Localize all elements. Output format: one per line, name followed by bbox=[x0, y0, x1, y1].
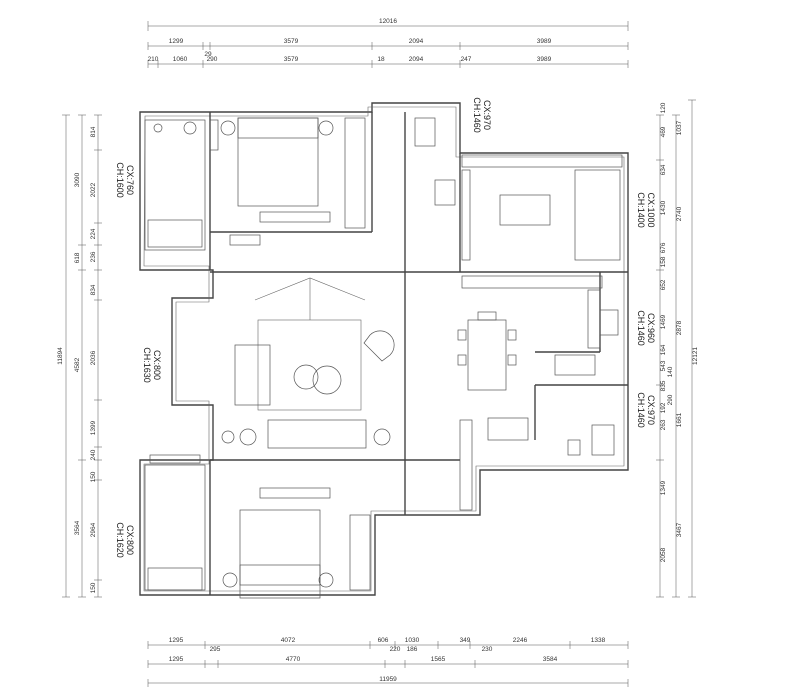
left-dimensions: 11894 3090 618 4582 3564 814 2022 224 23… bbox=[57, 114, 102, 598]
window-label-ch-3: CH:1460 bbox=[472, 97, 482, 133]
dim-right-c2-6: 652 bbox=[660, 279, 667, 290]
window-label-cx-3: CX:970 bbox=[482, 100, 492, 130]
dim-top-r2-0: 210 bbox=[148, 56, 159, 63]
window-label-ch-0: CH:1600 bbox=[115, 162, 125, 198]
dim-bot-r1-1: 4072 bbox=[281, 637, 296, 644]
dim-top-r1-4: 3989 bbox=[537, 38, 552, 45]
dim-left-c2-5: 2036 bbox=[90, 350, 97, 365]
dim-right-c2-11: 835 bbox=[660, 380, 667, 391]
dim-bot-r2-1: 295 bbox=[210, 646, 221, 653]
dim-left-c2-10: 150 bbox=[90, 582, 97, 593]
dim-right-c2-7: 1469 bbox=[660, 314, 667, 329]
window-label-ch-1: CH:1630 bbox=[142, 347, 152, 383]
dim-right-c1-4: 3467 bbox=[676, 522, 683, 537]
dim-left-c1-1: 618 bbox=[74, 252, 81, 263]
dim-bot-r1-2: 606 bbox=[378, 637, 389, 644]
dim-right-c1-1: 2740 bbox=[676, 206, 683, 221]
dim-right-c2-14: 263 bbox=[660, 419, 667, 430]
dim-right-c2-16: 2058 bbox=[660, 547, 667, 562]
dim-top-r2-2: 290 bbox=[207, 56, 218, 63]
dim-top-r1-3: 2094 bbox=[409, 38, 424, 45]
dim-top-r2-7: 3989 bbox=[537, 56, 552, 63]
dim-right-c2-8: 164 bbox=[660, 344, 667, 355]
dim-bot-r2-6: 230 bbox=[482, 646, 493, 653]
dim-right-c2-2: 634 bbox=[660, 164, 667, 175]
window-label-ch-6: CH:1460 bbox=[636, 392, 646, 428]
window-label-ch-2: CH:1620 bbox=[115, 522, 125, 558]
window-label-cx-0: CX:760 bbox=[125, 165, 135, 195]
dim-top-r1-0: 1299 bbox=[169, 38, 184, 45]
dim-bot-r1-6: 1338 bbox=[591, 637, 606, 644]
dim-bot-total: 11959 bbox=[379, 676, 397, 683]
dim-right-c2-1: 469 bbox=[660, 126, 667, 137]
dim-left-c2-6: 1399 bbox=[90, 420, 97, 435]
right-dimensions: 1037 2740 2878 1661 3467 12121 120 469 6… bbox=[656, 99, 699, 598]
dim-bot-r1-3: 1030 bbox=[405, 637, 420, 644]
window-label-cx-5: CX:960 bbox=[646, 313, 656, 343]
window-labels: CH:1600 CX:760 CH:1630 CX:800 CH:1620 CX… bbox=[115, 97, 656, 558]
dim-left-c2-1: 2022 bbox=[90, 182, 97, 197]
dim-right-c2-10: 140 bbox=[667, 366, 674, 377]
dim-top-r2-5: 2094 bbox=[409, 56, 424, 63]
bottom-dimensions: 1295 4072 606 1030 349 2246 1338 1295 29… bbox=[147, 637, 629, 687]
dim-bot-r2-4: 186 bbox=[407, 646, 418, 653]
dim-bot-r2-3: 220 bbox=[390, 646, 401, 653]
dim-top-r2-6: 247 bbox=[461, 56, 472, 63]
dim-left-c1-3: 3564 bbox=[74, 520, 81, 535]
dim-left-c2-9: 2964 bbox=[90, 522, 97, 537]
dim-right-c2-9: 543 bbox=[660, 360, 667, 371]
dim-top-total: 12016 bbox=[379, 18, 397, 25]
dim-top-r1-1: 29 bbox=[204, 51, 212, 58]
dim-right-c2-0: 120 bbox=[660, 102, 667, 113]
window-label-cx-4: CX:1000 bbox=[646, 192, 656, 227]
dim-left-c2-2: 224 bbox=[90, 228, 97, 239]
dim-bot-r1-0: 1295 bbox=[169, 637, 184, 644]
dim-left-c2-7: 240 bbox=[90, 449, 97, 460]
dim-top-r2-4: 18 bbox=[377, 56, 385, 63]
furniture bbox=[144, 117, 623, 599]
dim-bot-r2-2: 4770 bbox=[286, 656, 301, 663]
window-label-cx-1: CX:800 bbox=[152, 350, 162, 380]
dim-right-c1-0: 1037 bbox=[676, 120, 683, 135]
window-label-cx-6: CX:970 bbox=[646, 395, 656, 425]
dim-right-c2-15: 1349 bbox=[660, 480, 667, 495]
dim-right-outer: 12121 bbox=[692, 347, 699, 365]
window-label-ch-4: CH:1400 bbox=[636, 192, 646, 228]
top-dimensions: 12016 1299 29 3579 2094 3989 210 1060 29… bbox=[148, 18, 629, 68]
dim-left-c2-3: 236 bbox=[90, 251, 97, 262]
dim-left-c2-0: 814 bbox=[90, 126, 97, 137]
dim-bot-r2-7: 3584 bbox=[543, 656, 558, 663]
dim-bot-r2-0: 1295 bbox=[169, 656, 184, 663]
window-label-cx-2: CX:800 bbox=[125, 525, 135, 555]
dim-left-c2-8: 150 bbox=[90, 471, 97, 482]
dim-right-c2-12: 192 bbox=[660, 402, 667, 413]
dim-bot-r1-4: 349 bbox=[460, 637, 471, 644]
dim-left-c1-2: 4582 bbox=[74, 357, 81, 372]
walls bbox=[139, 102, 629, 596]
dim-right-c2-13: 290 bbox=[667, 394, 674, 405]
dim-right-c1-3: 1661 bbox=[676, 412, 683, 427]
dim-top-r1-2: 3579 bbox=[284, 38, 299, 45]
dim-bot-r1-5: 2246 bbox=[513, 637, 528, 644]
dim-left-c2-4: 834 bbox=[90, 284, 97, 295]
dim-top-r2-3: 3579 bbox=[284, 56, 299, 63]
dim-right-c2-4: 676 bbox=[660, 242, 667, 253]
dim-right-c2-3: 1430 bbox=[660, 200, 667, 215]
window-label-ch-5: CH:1460 bbox=[636, 310, 646, 346]
dim-left-outer: 11894 bbox=[57, 347, 64, 365]
dim-top-r2-1: 1060 bbox=[173, 56, 188, 63]
dim-left-c1-0: 3090 bbox=[74, 172, 81, 187]
dim-bot-r2-5: 1565 bbox=[431, 656, 446, 663]
dim-right-c1-2: 2878 bbox=[676, 320, 683, 335]
dim-right-c2-5: 158 bbox=[660, 256, 667, 267]
